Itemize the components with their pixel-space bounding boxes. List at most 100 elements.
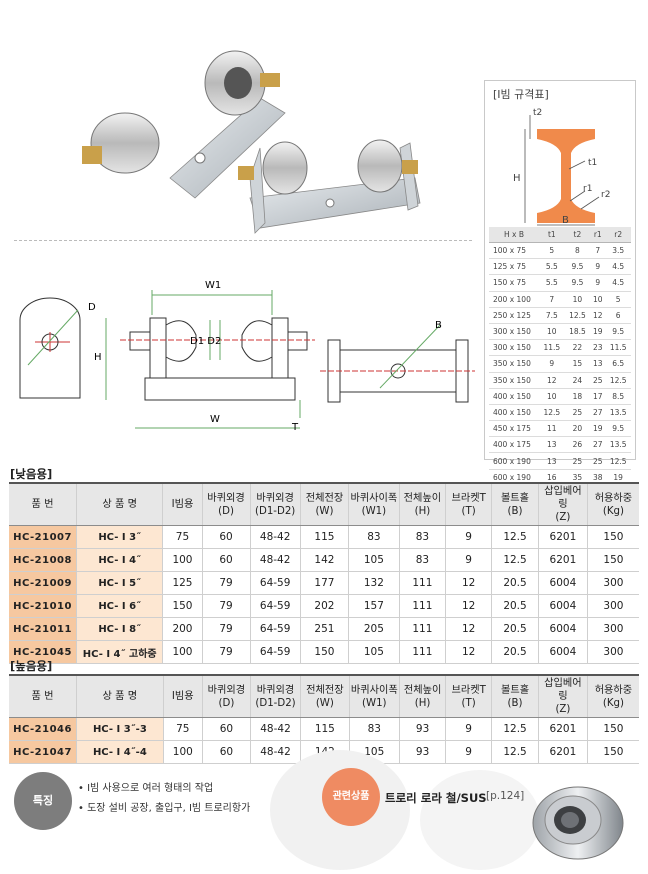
product-name: HC- I 8˝ <box>76 617 163 641</box>
column-header: 바퀴사이폭 (W1) <box>348 482 400 526</box>
spec-cell: 9 <box>445 717 492 741</box>
spec-cell: 10 <box>539 388 565 405</box>
column-header: 바퀴외경 (D1-D2) <box>249 674 301 718</box>
spec-column-header: t2 <box>564 227 591 243</box>
low-type-title: [낮음용] <box>10 467 53 481</box>
spec-cell: 111 <box>398 594 446 618</box>
spec-cell: 19 <box>590 420 606 438</box>
spec-cell: 20.5 <box>491 640 539 664</box>
dim-h-label: H <box>94 352 102 363</box>
product-code: HC-21009 <box>9 571 77 595</box>
spec-cell: 13 <box>539 436 565 454</box>
features-list: • I빔 사용으로 여러 형태의 작업 • 도장 설비 공장, 출입구, I빔 … <box>78 779 250 819</box>
spec-cell: 150 <box>586 740 639 764</box>
spec-cell: 400 x 150 <box>489 404 539 422</box>
spec-cell: 8.5 <box>605 388 631 405</box>
spec-cell: 15 <box>564 355 591 373</box>
spec-cell: 83 <box>348 525 400 549</box>
spec-cell: 450 x 175 <box>489 420 539 438</box>
spec-cell: 27 <box>590 436 606 454</box>
column-header: 품 번 <box>9 482 77 526</box>
spec-cell: 60 <box>201 740 251 764</box>
spec-cell: 12.5 <box>605 372 631 389</box>
section-divider <box>14 240 472 241</box>
spec-cell: 9.5 <box>564 274 591 292</box>
spec-cell: 9 <box>445 548 492 572</box>
spec-cell: 7.5 <box>539 307 565 324</box>
spec-cell: 125 x 75 <box>489 258 539 276</box>
spec-cell: 83 <box>348 717 400 741</box>
dim-d1d2-label: D1 D2 <box>190 336 221 347</box>
product-code: HC-21046 <box>9 717 77 741</box>
spec-cell: 150 <box>299 640 349 664</box>
spec-cell: 4.5 <box>605 258 631 276</box>
spec-cell: 6004 <box>537 594 588 618</box>
related-products-badge: 관련상품 <box>322 768 380 826</box>
ibeam-b-label: B <box>562 215 569 226</box>
related-product-photo <box>532 786 624 860</box>
dim-w1-label: W1 <box>205 280 221 291</box>
spec-cell: 60 <box>201 548 250 572</box>
spec-cell: 12 <box>539 372 565 389</box>
spec-cell: 10 <box>590 291 606 308</box>
spec-cell: 20.5 <box>491 571 539 595</box>
product-name: HC- I 6˝ <box>76 594 163 618</box>
spec-cell: 100 <box>162 640 203 664</box>
product-photo <box>82 50 421 234</box>
column-header: 브라켓T (T) <box>445 482 492 526</box>
spec-cell: 9.5 <box>605 420 631 438</box>
column-header: 바퀴외경 (D) <box>201 482 250 526</box>
spec-cell: 79 <box>201 640 250 664</box>
spec-cell: 12.5 <box>605 452 631 470</box>
column-header: 볼트홀 (B) <box>491 674 539 718</box>
spec-cell: 100 <box>162 740 203 764</box>
column-header: 브라켓T (T) <box>445 674 492 718</box>
spec-cell: 8 <box>564 242 591 260</box>
ibeam-r2-label: r2 <box>601 190 610 200</box>
ibeam-h-label: H <box>513 173 521 184</box>
product-code: HC-21011 <box>9 617 77 641</box>
column-header: 바퀴외경 (D1-D2) <box>249 482 301 526</box>
spec-cell: 115 <box>299 525 349 549</box>
related-product-name[interactable]: 트로리 로라 철/SUS <box>385 791 487 805</box>
spec-cell: 300 x 150 <box>489 339 539 357</box>
spec-cell: 17 <box>590 388 606 405</box>
column-header: 전체전장 (W) <box>300 674 349 718</box>
product-name: HC- I 3˝-3 <box>76 717 164 741</box>
spec-title: [I빔 규격표] <box>493 88 549 101</box>
spec-cell: 83 <box>398 548 446 572</box>
spec-cell: 12.5 <box>491 740 539 764</box>
spec-cell: 93 <box>399 717 446 741</box>
spec-cell: 27 <box>590 404 606 422</box>
column-header: 허용하중 (Kg) <box>586 482 639 526</box>
spec-cell: 115 <box>300 717 349 741</box>
spec-cell: 13.5 <box>605 436 631 454</box>
spec-cell: 400 x 150 <box>489 388 539 405</box>
spec-cell: 18.5 <box>564 323 591 341</box>
related-product-page-ref[interactable]: [p.124] <box>486 790 525 802</box>
product-name: HC- I 4˝ 고하중 <box>76 640 163 664</box>
dim-w-label: W <box>210 414 220 425</box>
spec-cell: 177 <box>299 571 349 595</box>
spec-cell: 9 <box>539 355 565 373</box>
product-name: HC- I 3˝ <box>76 525 163 549</box>
spec-cell: 12.5 <box>539 404 565 422</box>
spec-cell: 12 <box>590 307 606 324</box>
column-header: 삽입베어링 (Z) <box>537 482 588 526</box>
spec-cell: 48-42 <box>249 740 301 764</box>
